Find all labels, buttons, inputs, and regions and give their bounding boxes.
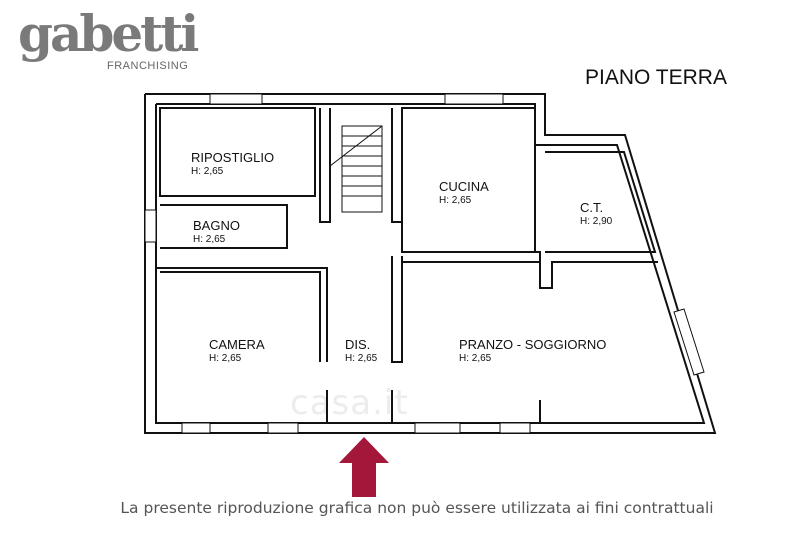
walls [144,93,717,434]
room-height-bagno: H: 2,65 [193,234,226,245]
room-height-cucina: H: 2,65 [439,195,472,206]
gabetti-logo: gabetti FRANCHISING [18,4,199,73]
room-height-dis: H: 2,65 [345,353,378,364]
room-height-ripostiglio: H: 2,65 [191,166,224,177]
room-name-cucina: CUCINA [439,179,489,194]
room-name-camera: CAMERA [209,337,265,352]
room-height-camera: H: 2,65 [209,353,242,364]
room-name-pranzo-soggiorno: PRANZO - SOGGIORNO [459,337,606,352]
stair-treads [329,125,383,213]
logo-wordmark: gabetti [18,4,199,63]
room-name-ripostiglio: RIPOSTIGLIO [191,150,274,165]
room-labels: RIPOSTIGLIO H: 2,65 BAGNO H: 2,65 CUCINA… [191,150,613,364]
room-height-pranzo-soggiorno: H: 2,65 [459,353,492,364]
entrance-arrow-icon [339,437,389,497]
disclaimer: La presente riproduzione grafica non può… [120,499,714,517]
room-name-bagno: BAGNO [193,218,240,233]
floor-title: PIANO TERRA [585,66,727,89]
room-name-ct: C.T. [580,200,603,215]
room-name-dis: DIS. [345,337,370,352]
casa-watermark: casa.it [290,383,409,423]
windows [144,93,705,434]
room-height-ct: H: 2,90 [580,216,613,227]
logo-subtitle: FRANCHISING [107,60,189,72]
